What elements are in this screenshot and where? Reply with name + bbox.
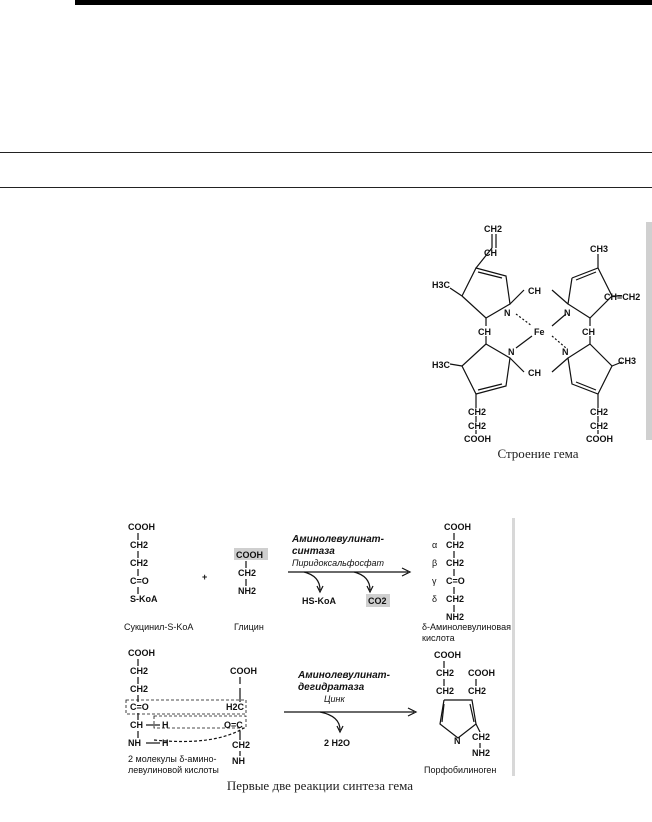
enzyme-label: Аминолевулинат- bbox=[297, 670, 391, 681]
divider-line bbox=[0, 152, 652, 153]
rx-label: γ bbox=[432, 576, 437, 586]
heme-label: CH2 bbox=[484, 224, 502, 234]
rx-label: CH2 bbox=[232, 740, 250, 750]
heme-label: CH bbox=[478, 327, 491, 337]
heme-label: CH2 bbox=[468, 407, 486, 417]
heme-label: N bbox=[564, 308, 571, 318]
rx-label: CH2 bbox=[436, 668, 454, 678]
enzyme-label: синтаза bbox=[292, 546, 335, 557]
divider-line bbox=[0, 187, 652, 188]
compound-name: δ-Аминолевулиновая bbox=[422, 622, 511, 632]
rx-label: CH bbox=[130, 720, 143, 730]
heme-label: H3C bbox=[432, 360, 451, 370]
heme-label: CH2 bbox=[468, 421, 486, 431]
reactions-caption: Первые две реакции синтеза гема bbox=[226, 778, 414, 793]
rx-label: NH2 bbox=[238, 586, 256, 596]
rx-label: CH2 bbox=[436, 686, 454, 696]
pyrrole-ring bbox=[567, 343, 613, 395]
rx-label: H bbox=[162, 720, 169, 730]
heme-label: CH=CH2 bbox=[604, 292, 640, 302]
scan-edge bbox=[512, 518, 515, 776]
heme-label: CH3 bbox=[590, 244, 608, 254]
rx-label: CH2 bbox=[238, 568, 256, 578]
rx-label: CH2 bbox=[446, 594, 464, 604]
rx-label: O=C bbox=[224, 720, 243, 730]
rx-label: CH2 bbox=[130, 666, 148, 676]
rx-label: + bbox=[202, 572, 207, 582]
rx-label: COOH bbox=[128, 648, 155, 658]
heme-label: N bbox=[508, 347, 515, 357]
rx-label: NH bbox=[232, 756, 245, 766]
rx-label: H2C bbox=[226, 702, 245, 712]
rx-label: CH2 bbox=[468, 686, 486, 696]
rx-label: NH2 bbox=[472, 748, 490, 758]
compound-name: Сукцинил-S-KoA bbox=[124, 622, 193, 632]
rx-label: α bbox=[432, 540, 437, 550]
rx-label: N bbox=[454, 736, 461, 746]
heme-label: N bbox=[562, 347, 569, 357]
compound-name: кислота bbox=[422, 633, 455, 643]
rx-label: CO2 bbox=[368, 596, 387, 606]
cofactor-label: Пиридоксальфосфат bbox=[292, 558, 385, 568]
rx-label: COOH bbox=[434, 650, 461, 660]
rx-label: S-KoA bbox=[130, 594, 158, 604]
rx-label: CH2 bbox=[130, 684, 148, 694]
heme-label: CH3 bbox=[618, 356, 636, 366]
heme-caption: Строение гема bbox=[497, 446, 579, 461]
rx-label: CH2 bbox=[472, 732, 490, 742]
rx-label: δ bbox=[432, 594, 437, 604]
rx-label: COOH bbox=[444, 522, 471, 532]
rx-label: NH bbox=[128, 738, 141, 748]
rx-label: β bbox=[432, 558, 437, 568]
rx-label: C=O bbox=[446, 576, 465, 586]
heme-label: COOH bbox=[464, 434, 491, 444]
pyrrole-ring bbox=[439, 699, 477, 739]
pyrrole-ring bbox=[461, 343, 511, 395]
rx-label: CH2 bbox=[130, 540, 148, 550]
heme-label: CH2 bbox=[590, 407, 608, 417]
rx-label: COOH bbox=[128, 522, 155, 532]
heme-label: CH bbox=[484, 248, 497, 258]
heme-structure-figure: CH2 CH CH3 CH=CH2 H3C CH N N Fe CH CH H3… bbox=[432, 224, 640, 444]
heme-label: CH bbox=[528, 286, 541, 296]
heme-label: CH2 bbox=[590, 421, 608, 431]
enzyme-label: Аминолевулинат- bbox=[291, 534, 385, 545]
rx-label: C=O bbox=[130, 702, 149, 712]
heme-label: N bbox=[504, 308, 511, 318]
rx-label: H bbox=[162, 738, 169, 748]
pyrrole-ring bbox=[461, 267, 511, 319]
compound-name: Порфобилиноген bbox=[424, 765, 496, 775]
rx-label: COOH bbox=[236, 550, 263, 560]
heme-label: CH bbox=[528, 368, 541, 378]
rx-label: COOH bbox=[230, 666, 257, 676]
scan-edge bbox=[646, 222, 652, 440]
rx-label: 2 H2O bbox=[324, 738, 350, 748]
top-rule bbox=[75, 0, 652, 5]
compound-name: левулиновой кислоты bbox=[128, 765, 219, 775]
compound-name: Глицин bbox=[234, 622, 264, 632]
rx-label: C=O bbox=[130, 576, 149, 586]
pyrrole-ring bbox=[567, 267, 613, 319]
rx-label: CH2 bbox=[446, 558, 464, 568]
heme-label: COOH bbox=[586, 434, 613, 444]
compound-name: 2 молекулы δ-амино- bbox=[128, 754, 217, 764]
heme-label: H3C bbox=[432, 280, 451, 290]
enzyme-label: дегидратаза bbox=[298, 682, 365, 693]
heme-label: Fe bbox=[534, 327, 545, 337]
rx-label: CH2 bbox=[446, 540, 464, 550]
rx-label: NH2 bbox=[446, 612, 464, 622]
rx-label: COOH bbox=[468, 668, 495, 678]
heme-label: CH bbox=[582, 327, 595, 337]
heme-synthesis-reactions-figure: COOH CH2 CH2 C=O S-KoA + COOH CH2 NH2 Ам… bbox=[124, 522, 511, 775]
rx-label: CH2 bbox=[130, 558, 148, 568]
cofactor-label: Цинк bbox=[324, 694, 346, 704]
rx-label: HS-KoA bbox=[302, 596, 336, 606]
